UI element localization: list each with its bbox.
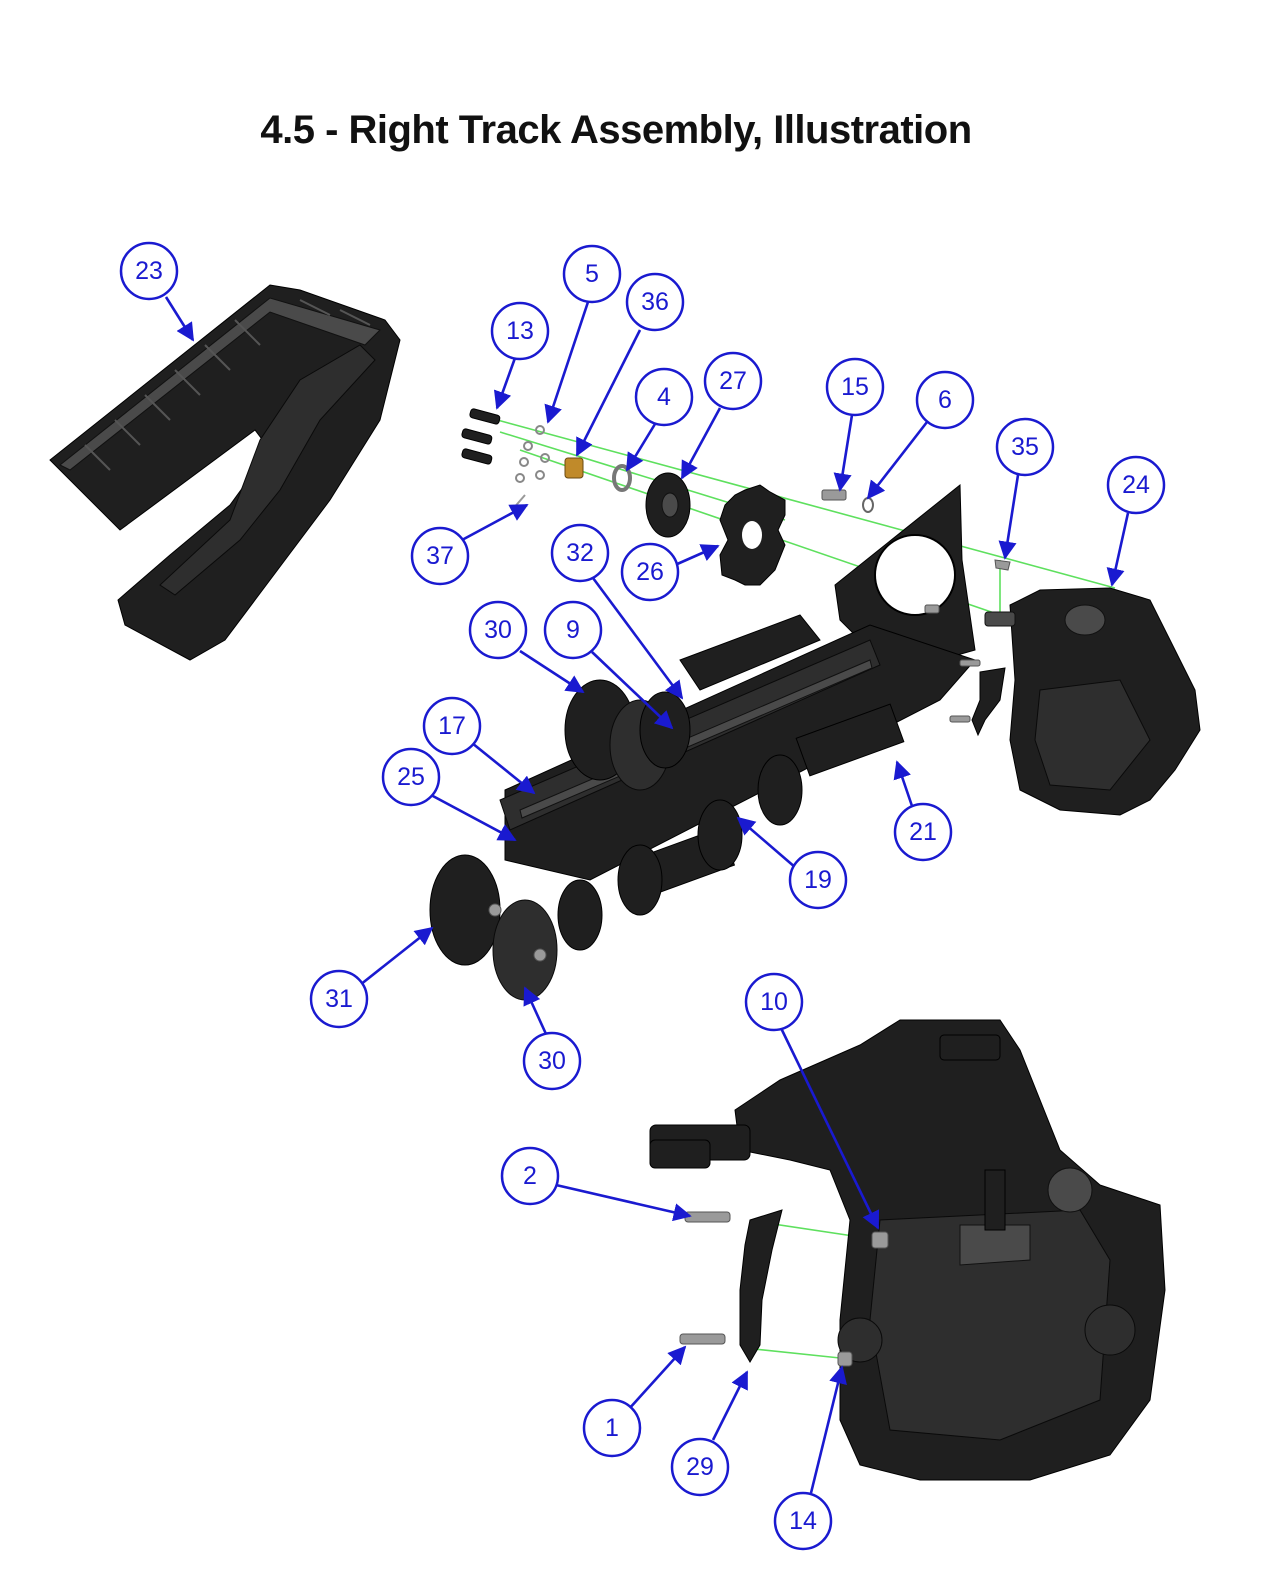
callout-32: 32 — [550, 523, 610, 583]
rubber-track — [49, 284, 401, 661]
callout-25-label: 25 — [397, 763, 425, 791]
callout-27: 27 — [703, 351, 763, 411]
callout-23-label: 23 — [135, 257, 163, 285]
callout-9: 9 — [543, 600, 603, 660]
flat-washer — [612, 464, 632, 492]
callout-6-label: 6 — [938, 386, 952, 414]
callout-4-label: 4 — [657, 383, 671, 411]
page-title: 4.5 - Right Track Assembly, Illustration — [260, 108, 972, 152]
callout-2-label: 2 — [523, 1162, 537, 1190]
lock-washer — [862, 497, 874, 513]
callout-36: 36 — [625, 272, 685, 332]
castle-nut — [564, 457, 584, 479]
callout-29-label: 29 — [686, 1453, 714, 1481]
callout-4: 4 — [634, 367, 694, 427]
callout-26-label: 26 — [636, 558, 664, 586]
nut-upper — [871, 1231, 889, 1249]
lug-bolts — [461, 408, 501, 465]
callout-5-label: 5 — [585, 260, 599, 288]
nut-lower — [837, 1351, 853, 1367]
callout-24-label: 24 — [1122, 471, 1150, 499]
drive-sprocket — [719, 484, 786, 586]
callout-23: 23 — [119, 241, 179, 301]
wheels — [429, 679, 803, 1001]
callout-30-upper-label: 30 — [484, 616, 512, 644]
callout-14: 14 — [773, 1491, 833, 1551]
callout-30-upper: 30 — [468, 600, 528, 660]
callout-32-label: 32 — [566, 539, 594, 567]
callout-13-label: 13 — [506, 317, 534, 345]
callout-31: 31 — [309, 969, 369, 1029]
callout-35: 35 — [995, 417, 1055, 477]
callout-25: 25 — [381, 747, 441, 807]
callout-1: 1 — [582, 1398, 642, 1458]
callout-10: 10 — [744, 972, 804, 1032]
leader-lines — [164, 296, 1130, 1494]
callout-27-label: 27 — [719, 367, 747, 395]
callout-21: 21 — [893, 802, 953, 862]
callout-5: 5 — [562, 244, 622, 304]
callout-24: 24 — [1106, 455, 1166, 515]
callout-29: 29 — [670, 1437, 730, 1497]
bolt-upper — [684, 1211, 731, 1223]
callout-17-label: 17 — [438, 712, 466, 740]
callout-35-label: 35 — [1011, 433, 1039, 461]
callout-14-label: 14 — [789, 1507, 817, 1535]
hub — [645, 472, 691, 538]
key — [994, 559, 1011, 571]
callout-31-label: 31 — [325, 985, 353, 1013]
callout-30-lower-label: 30 — [538, 1047, 566, 1075]
callout-15: 15 — [825, 357, 885, 417]
callout-17: 17 — [422, 696, 482, 756]
callout-37: 37 — [410, 526, 470, 586]
callout-19-label: 19 — [804, 866, 832, 894]
callout-37-label: 37 — [426, 542, 454, 570]
bolt-lower — [679, 1333, 726, 1345]
washers — [515, 425, 550, 483]
callout-36-label: 36 — [641, 288, 669, 316]
callout-1-label: 1 — [605, 1414, 619, 1442]
callout-13: 13 — [490, 301, 550, 361]
motor-mount-plate — [834, 483, 976, 661]
callout-6: 6 — [915, 370, 975, 430]
callout-15-label: 15 — [841, 373, 869, 401]
callout-10-label: 10 — [760, 988, 788, 1016]
callout-30-lower: 30 — [522, 1031, 582, 1091]
callout-26: 26 — [620, 542, 680, 602]
hydrostatic-motor-upper — [984, 587, 1201, 816]
callout-2: 2 — [500, 1146, 560, 1206]
callout-21-label: 21 — [909, 818, 937, 846]
hex-bolt — [821, 489, 847, 501]
callout-19: 19 — [788, 850, 848, 910]
bracket-small — [949, 659, 1006, 737]
bracket-large — [739, 1209, 783, 1363]
callout-9-label: 9 — [566, 616, 580, 644]
